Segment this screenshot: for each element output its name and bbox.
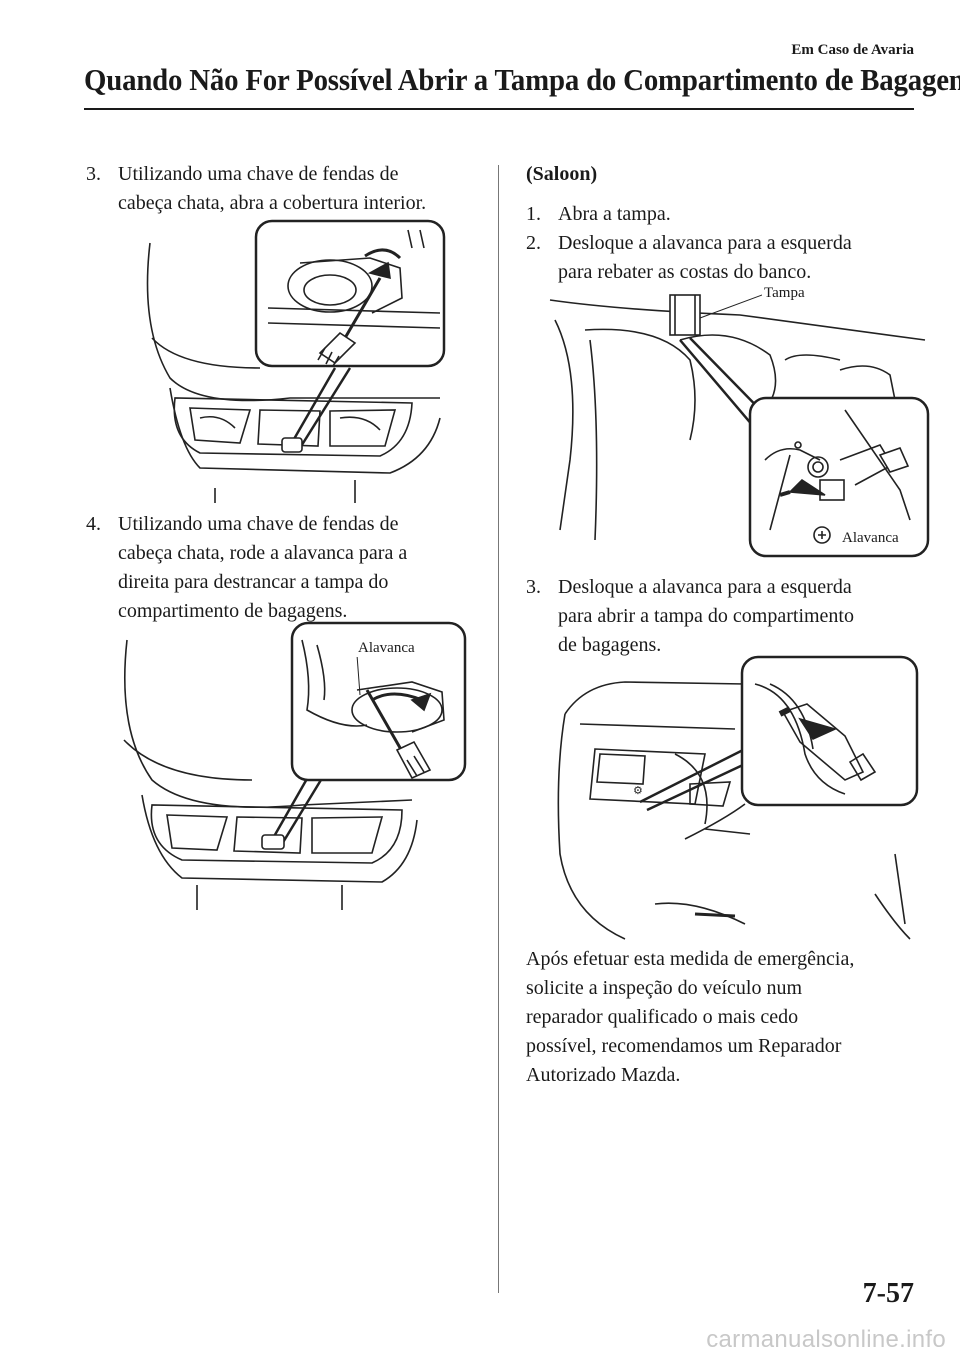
right-step-1: 1. Abra a tampa.	[526, 200, 926, 229]
step-text-line: Utilizando uma chave de fendas de	[118, 163, 399, 185]
note-line: solicite a inspeção do veículo num	[526, 977, 803, 999]
title-rule	[84, 108, 914, 110]
step-text-line: de bagagens.	[558, 634, 662, 656]
figure-open-cover	[140, 218, 450, 503]
step-number: 3.	[86, 163, 101, 185]
note-line: reparador qualificado o mais cedo	[526, 1006, 799, 1028]
page-title: Quando Não For Possível Abrir a Tampa do…	[84, 62, 960, 97]
svg-text:⚙: ⚙	[633, 785, 643, 797]
step-number: 2.	[526, 232, 541, 254]
right-step-3: 3. Desloque a alavanca para a esquerda pa…	[526, 573, 926, 660]
column-divider	[498, 165, 499, 1293]
page-number: 7-57	[862, 1278, 914, 1309]
step-text-line: Utilizando uma chave de fendas de	[118, 513, 399, 535]
step-text-line: cabeça chata, abra a cobertura interior.	[118, 192, 427, 214]
figure-trunk-lever: ⚙	[545, 654, 923, 944]
step-text-line: Desloque a alavanca para a esquerda	[558, 232, 852, 254]
left-step-4: 4. Utilizando uma chave de fendas de cabe…	[86, 510, 486, 626]
lever-callout: Alavanca	[356, 640, 417, 657]
section-label: Em Caso de Avaria	[791, 42, 914, 58]
step-text-line: para rebater as costas do banco.	[558, 261, 812, 283]
note-line: Após efetuar esta medida de emergência,	[526, 948, 855, 970]
lever-callout: Alavanca	[840, 530, 901, 547]
saloon-heading: (Saloon)	[526, 160, 926, 189]
note-line: possível, recomendamos um Reparador	[526, 1035, 842, 1057]
step-number: 4.	[86, 513, 101, 535]
step-number: 3.	[526, 576, 541, 598]
step-number: 1.	[526, 203, 541, 225]
step-text-line: cabeça chata, rode a alavanca para a	[118, 542, 408, 564]
right-step-2: 2. Desloque a alavanca para a esquerda pa…	[526, 229, 926, 287]
step-text-line: direita para destrancar a tampa do	[118, 571, 389, 593]
step-text-line: Abra a tampa.	[558, 203, 671, 225]
figure-turn-lever: Alavanca	[112, 620, 472, 910]
saloon-label: (Saloon)	[526, 163, 598, 185]
step-text-line: Desloque a alavanca para a esquerda	[558, 576, 852, 598]
tampa-callout: Tampa	[762, 285, 807, 302]
figure-seat-lever: Tampa Alavanca	[540, 280, 932, 560]
watermark: carmanualsonline.info	[706, 1326, 946, 1353]
left-step-3: 3. Utilizando uma chave de fendas de cabe…	[86, 160, 486, 218]
emergency-note: Após efetuar esta medida de emergência, …	[526, 945, 936, 1090]
note-line: Autorizado Mazda.	[526, 1064, 681, 1086]
step-text-line: compartimento de bagagens.	[118, 600, 348, 622]
step-text-line: para abrir a tampa do compartimento	[558, 605, 854, 627]
